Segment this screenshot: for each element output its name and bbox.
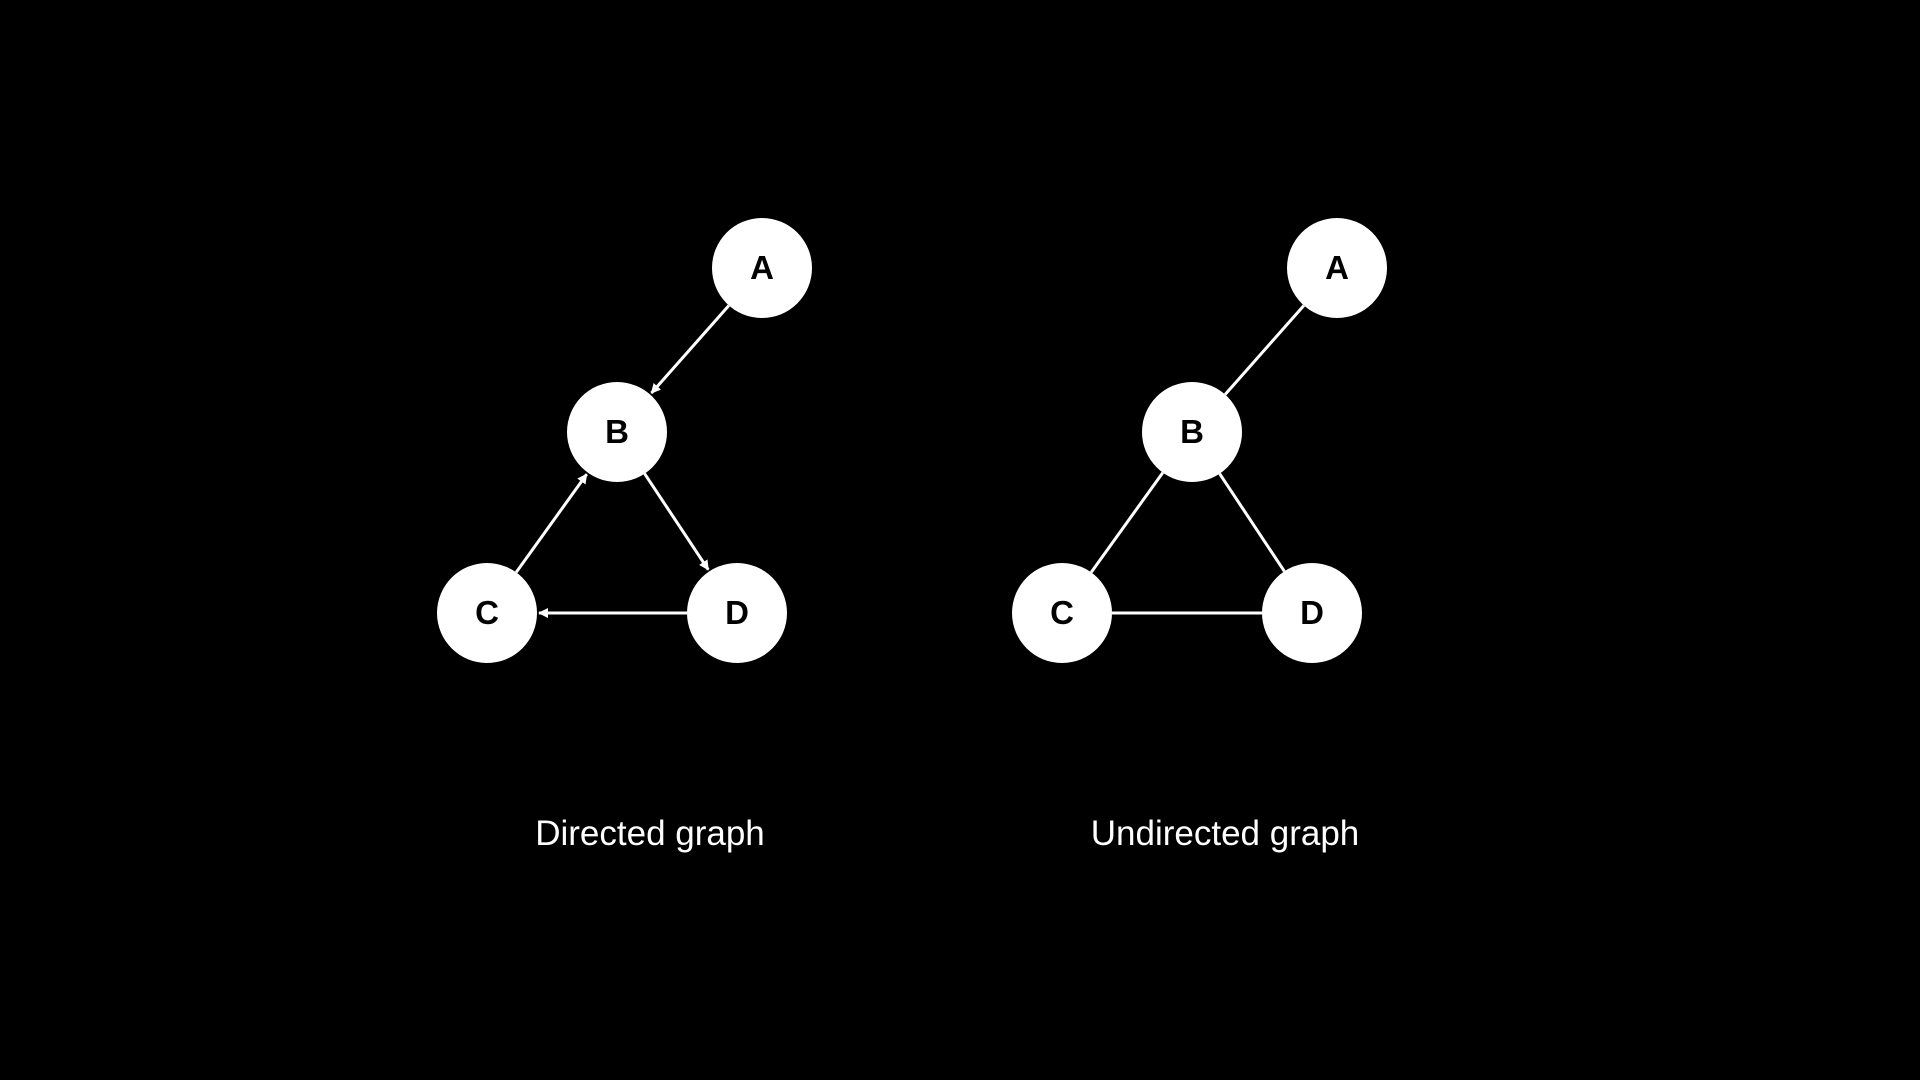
edge-c-b [1089,471,1165,574]
node-label-b: B [605,413,629,450]
node-c [437,563,537,663]
edge-a-b [1223,304,1306,396]
edge-a-b [650,304,731,395]
node-label-c: C [1050,594,1074,631]
directed-graph: A B C D Directed graph [437,218,812,853]
undirected-graph-caption: Undirected graph [1091,814,1360,853]
node-b [1142,382,1242,482]
node-b [567,382,667,482]
node-label-c: C [475,594,499,631]
node-c [1012,563,1112,663]
node-d [1262,563,1362,663]
node-label-a: A [750,249,774,286]
edge-c-b [514,473,588,574]
edge-b-d [1218,472,1286,573]
node-label-b: B [1180,413,1204,450]
node-d [687,563,787,663]
directed-graph-caption: Directed graph [535,814,765,853]
node-label-a: A [1325,249,1349,286]
node-label-d: D [725,594,749,631]
node-a [1287,218,1387,318]
node-a [712,218,812,318]
node-label-d: D [1300,594,1324,631]
undirected-graph: A B C D Undirected graph [1012,218,1387,853]
edge-b-d [643,472,710,571]
